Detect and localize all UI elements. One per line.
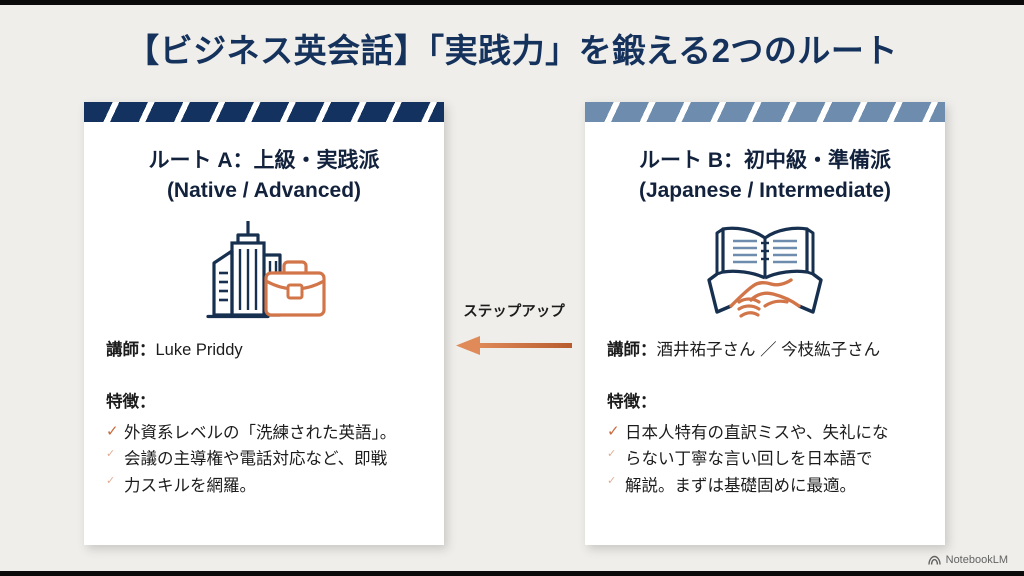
route-a-accent-bar bbox=[84, 102, 444, 122]
office-building-briefcase-icon bbox=[106, 212, 422, 330]
route-a-card: ルート A：上級・実践派 (Native / Advanced) bbox=[84, 102, 444, 545]
list-item-label: 会議の主導権や電話対応など、即戦 bbox=[124, 450, 388, 469]
page-title: 【ビジネス英会話】「実践力」を鍛える2つのルート bbox=[126, 32, 898, 69]
route-b-instructor-label: 講師： bbox=[607, 340, 657, 359]
route-b-heading: ルート B：初中級・準備派 (Japanese / Intermediate) bbox=[607, 146, 923, 206]
list-item: ✓ 日本人特有の直訳ミスや、失礼にな bbox=[607, 420, 923, 447]
route-b-body: ルート B：初中級・準備派 (Japanese / Intermediate) bbox=[585, 146, 945, 569]
route-a-instructor: 講師：Luke Priddy bbox=[106, 336, 422, 360]
list-item-label: 力スキルを網羅。 bbox=[124, 477, 256, 496]
route-a-body: ルート A：上級・実践派 (Native / Advanced) bbox=[84, 146, 444, 569]
list-item-label: らない丁寧な言い回しを日本語で bbox=[625, 450, 873, 469]
check-icon: ✓ bbox=[106, 448, 116, 461]
notebooklm-logo-icon bbox=[927, 555, 941, 565]
route-b-heading-sub: (Japanese / Intermediate) bbox=[638, 178, 892, 202]
route-a-feature-list: ✓ 外資系レベルの「洗練された英語」。 ✓ 会議の主導権や電話対応など、即戦 ✓… bbox=[106, 420, 422, 500]
list-item-label: 解説。まずは基礎固めに最適。 bbox=[625, 477, 856, 496]
route-a-heading: ルート A：上級・実践派 (Native / Advanced) bbox=[106, 146, 422, 206]
letterbox-band-bottom bbox=[0, 571, 1024, 576]
route-a-heading-main: ルート A：上級・実践派 bbox=[148, 149, 380, 172]
route-b-card: ルート B：初中級・準備派 (Japanese / Intermediate) bbox=[585, 102, 945, 545]
route-a-instructor-value: Luke Priddy bbox=[155, 340, 243, 359]
list-item: ✓ 会議の主導権や電話対応など、即戦 bbox=[106, 446, 422, 473]
route-a-instructor-label: 講師： bbox=[106, 340, 156, 359]
step-up-connector: ステップアップ bbox=[444, 300, 584, 357]
list-item: ✓ 外資系レベルの「洗練された英語」。 bbox=[106, 420, 422, 447]
arrow-left-icon bbox=[456, 336, 572, 355]
list-item: ✓ 解説。まずは基礎固めに最適。 bbox=[607, 473, 923, 500]
route-b-feature-label: 特徴： bbox=[607, 392, 657, 411]
check-icon: ✓ bbox=[607, 422, 620, 440]
list-item: ✓ 力スキルを網羅。 bbox=[106, 473, 422, 500]
route-b-accent-bar bbox=[585, 102, 945, 122]
check-icon: ✓ bbox=[607, 475, 617, 488]
open-book-handshake-icon bbox=[607, 212, 923, 330]
route-a-feature-label: 特徴： bbox=[106, 392, 156, 411]
notebooklm-watermark-label: NotebookLM bbox=[945, 554, 1008, 566]
route-a-heading-sub: (Native / Advanced) bbox=[166, 178, 362, 202]
check-icon: ✓ bbox=[106, 475, 116, 488]
route-b-instructor-value: 酒井祐子さん ／ 今枝紘子さん bbox=[656, 340, 881, 359]
check-icon: ✓ bbox=[607, 448, 617, 461]
step-up-label: ステップアップ bbox=[463, 304, 565, 320]
list-item: ✓ らない丁寧な言い回しを日本語で bbox=[607, 446, 923, 473]
notebooklm-watermark: NotebookLM bbox=[927, 554, 1008, 566]
route-b-feature-list: ✓ 日本人特有の直訳ミスや、失礼にな ✓ らない丁寧な言い回しを日本語で ✓ 解… bbox=[607, 420, 923, 500]
check-icon: ✓ bbox=[106, 422, 119, 440]
list-item-label: 日本人特有の直訳ミスや、失礼にな bbox=[625, 423, 889, 442]
route-b-heading-main: ルート B：初中級・準備派 bbox=[639, 149, 891, 172]
route-b-instructor: 講師：酒井祐子さん ／ 今枝紘子さん bbox=[607, 336, 923, 360]
list-item-label: 外資系レベルの「洗練された英語」。 bbox=[124, 423, 397, 442]
letterbox-band-top bbox=[0, 0, 1024, 5]
